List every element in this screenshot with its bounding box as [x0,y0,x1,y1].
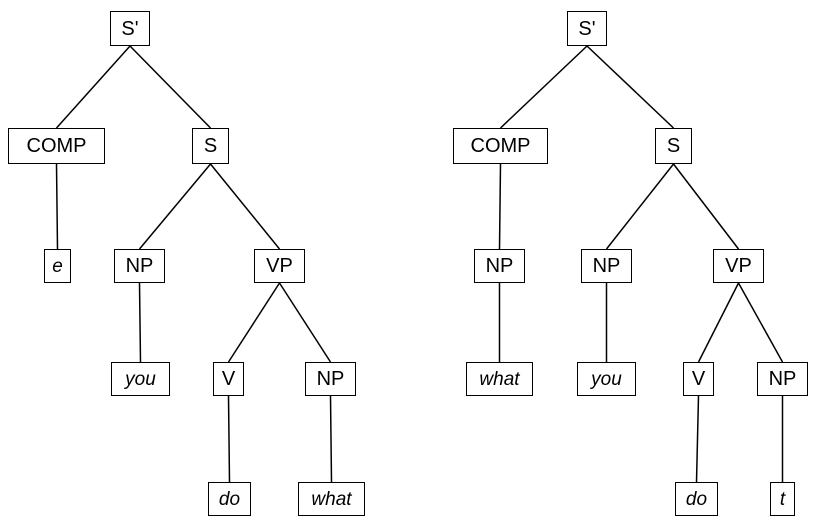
tree-node-r-np2: NP [757,362,808,396]
tree-edge [697,282,740,363]
tree-edge [605,163,675,250]
tree-node-l-v: V [213,362,244,396]
tree-edge [586,45,675,129]
tree-node-r-np1: NP [581,249,632,283]
tree-edge [55,45,131,129]
tree-leaf-r-do: do [675,482,718,516]
tree-edge [138,282,142,363]
tree-node-r-comp: COMP [453,128,548,164]
tree-node-l-np2: NP [305,362,356,396]
tree-leaf-l-you: you [111,362,170,396]
tree-edge [329,395,333,483]
tree-edge [695,395,700,483]
tree-node-l-np1: NP [114,249,165,283]
tree-leaf-r-you: you [577,362,636,396]
tree-edge [737,282,784,363]
tree-node-l-comp: COMP [8,128,105,164]
tree-node-r-s: S [655,128,692,164]
tree-edge [278,282,332,363]
tree-node-r-sbar: S' [567,11,607,46]
tree-node-l-vp: VP [254,249,305,283]
tree-edge [55,163,59,250]
tree-leaf-l-e: e [44,249,71,283]
tree-edge [209,163,281,250]
tree-leaf-l-do: do [208,482,251,516]
tree-leaf-l-what: what [298,482,365,516]
tree-node-l-s: S [192,128,229,164]
tree-leaf-r-what: what [466,362,533,396]
tree-edge [227,395,231,483]
tree-edge [498,163,502,250]
tree-edge [672,163,740,250]
tree-leaf-r-t: t [770,482,795,516]
tree-node-r-np0: NP [474,249,525,283]
tree-node-r-vp: VP [713,249,764,283]
tree-edge [499,45,588,129]
tree-edge [129,45,212,129]
tree-edge [138,163,212,250]
tree-node-r-v: V [683,362,714,396]
tree-edge [227,282,281,363]
tree-node-l-sbar: S' [110,11,150,46]
